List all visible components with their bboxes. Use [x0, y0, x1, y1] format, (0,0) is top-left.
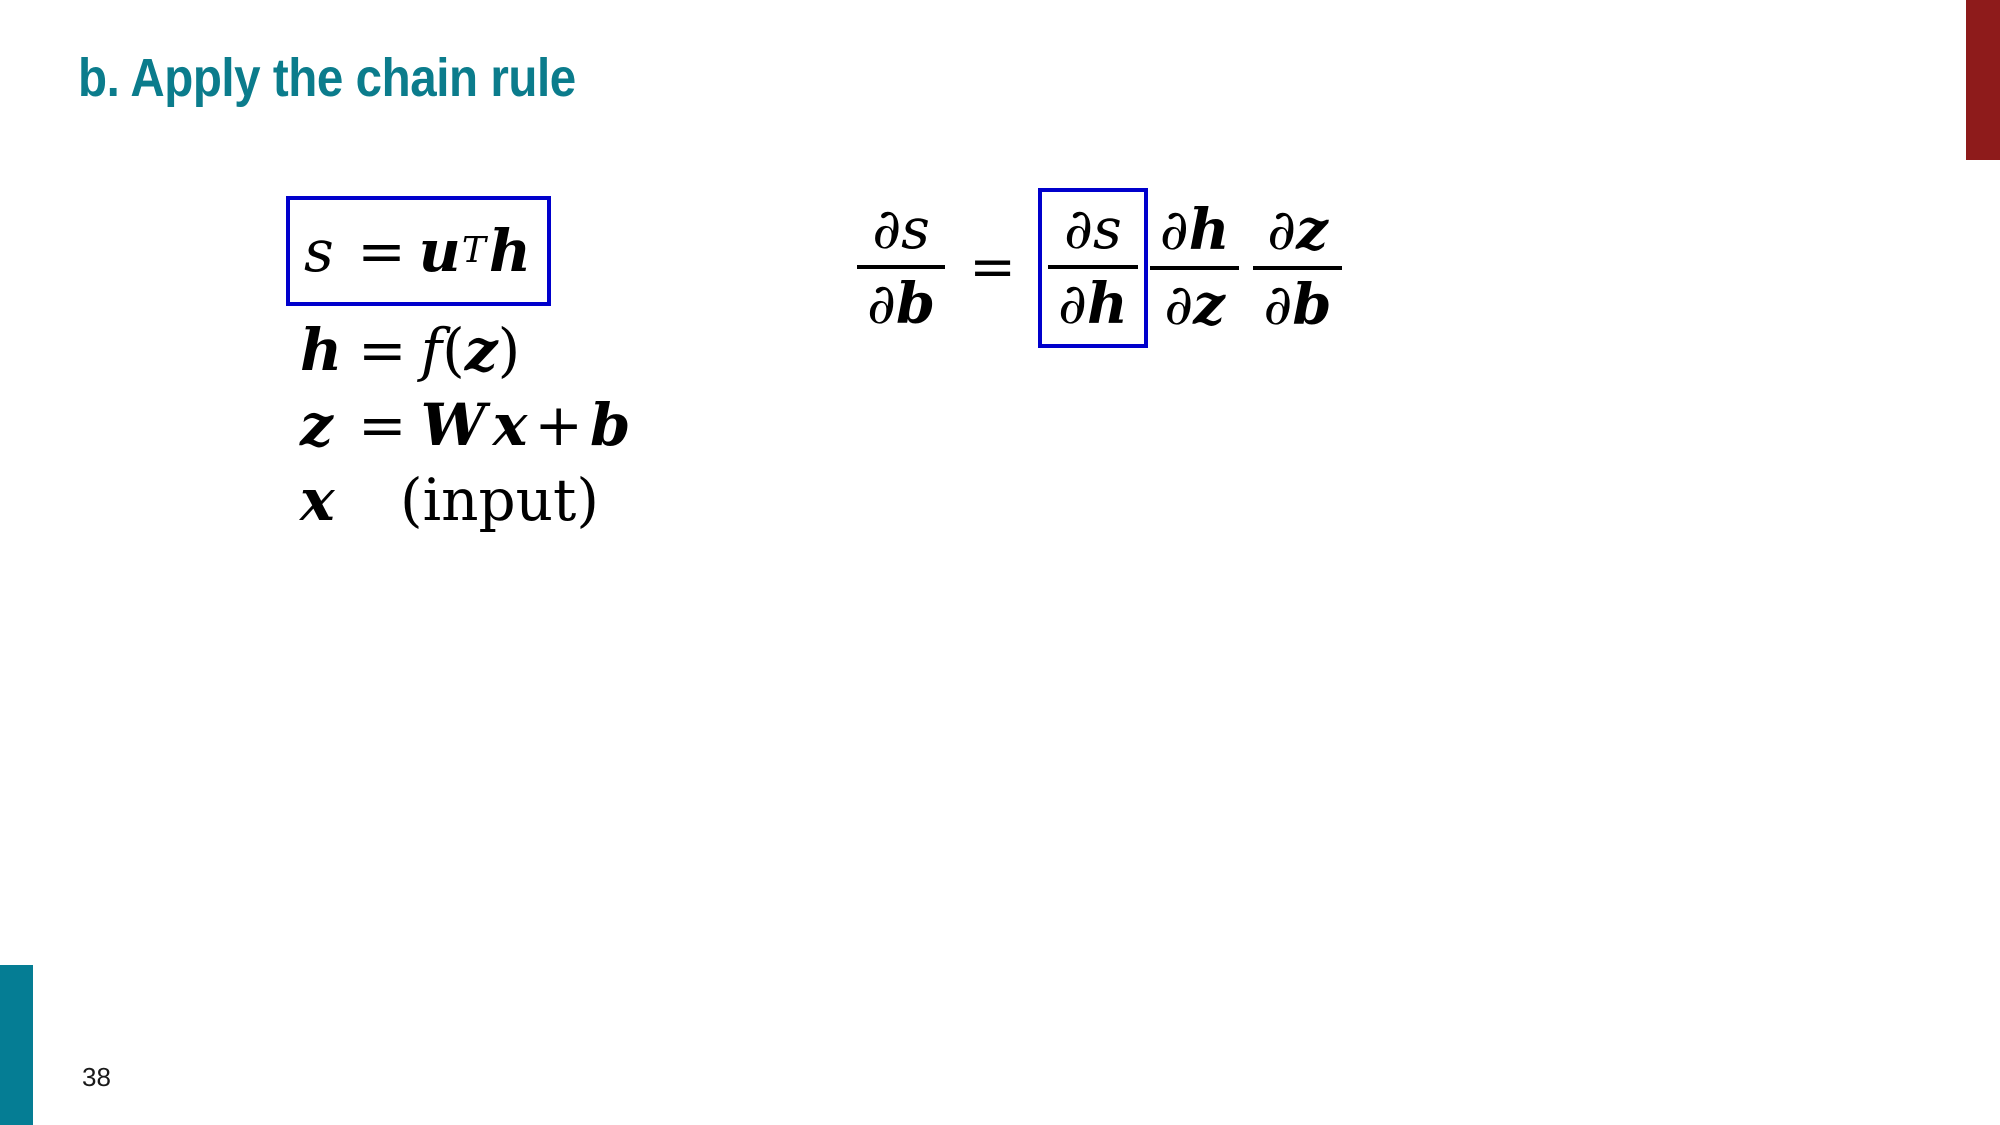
equation-line-z: z = W x + b [300, 387, 860, 462]
vector-h: h [488, 217, 531, 285]
variable-b: b [895, 271, 936, 338]
input-annotation: (input) [400, 465, 599, 534]
equals-sign: = [969, 234, 1017, 300]
paren-close: ) [497, 315, 521, 384]
vector-z: z [464, 315, 498, 384]
fraction-bar [1253, 265, 1342, 270]
partial-icon: ∂ [1058, 272, 1088, 338]
partial-icon: ∂ [1263, 272, 1293, 338]
variable-b: b [1292, 271, 1332, 338]
fraction-numerator: ∂s [1054, 197, 1132, 262]
fraction-ds-dh-highlighted: ∂s ∂h [1038, 188, 1148, 348]
fraction-numerator: ∂h [1150, 196, 1240, 263]
variable-s: s [901, 197, 930, 262]
partial-icon: ∂ [1267, 197, 1297, 263]
fraction-numerator: ∂z [1257, 196, 1338, 263]
paren-open: ( [442, 315, 465, 384]
vector-b: b [589, 390, 631, 459]
variable-h: h [1087, 271, 1128, 338]
fraction-numerator: ∂s [862, 197, 940, 262]
fraction-ds-db: ∂s ∂b [857, 197, 946, 336]
transpose-superscript: T [461, 230, 486, 272]
function-f: f [420, 315, 443, 384]
partial-icon: ∂ [1159, 197, 1189, 263]
variable-s: s [1093, 197, 1122, 262]
fraction-dh-dz: ∂h ∂z [1149, 196, 1240, 337]
partial-icon: ∂ [872, 197, 902, 262]
partial-icon: ∂ [867, 272, 896, 338]
matrix-W: W [420, 390, 486, 459]
vector-u: u [418, 217, 461, 285]
chain-rule-equation: ∂s ∂b = ∂s ∂h ∂h ∂z ∂z ∂b [855, 188, 1344, 348]
accent-bar-bottom-left [0, 965, 33, 1125]
fraction-dz-db: ∂z ∂b [1253, 196, 1342, 337]
page-number: 38 [82, 1062, 111, 1092]
equals-sign: = [358, 390, 407, 459]
fraction-bar [857, 265, 946, 270]
variable-z: z [1296, 196, 1328, 263]
equation-lhs-x: x [300, 465, 335, 534]
page-title: b. Apply the chain rule [78, 48, 576, 108]
fraction-denominator: ∂h [1048, 274, 1138, 335]
vector-x: x [492, 390, 528, 459]
fraction-bar [1149, 265, 1240, 270]
partial-icon: ∂ [1064, 197, 1093, 262]
equation-lhs-s: s [304, 217, 334, 285]
plus-sign: + [534, 390, 583, 459]
equals-sign: = [357, 217, 406, 285]
partial-icon: ∂ [1164, 272, 1194, 338]
accent-bar-top-right [1966, 0, 2000, 160]
variable-z: z [1193, 271, 1225, 338]
fraction-denominator: ∂b [857, 274, 945, 335]
equation-lhs-h: h [300, 315, 343, 384]
equals-sign: = [358, 315, 407, 384]
variable-h: h [1188, 196, 1230, 263]
fraction-denominator: ∂z [1154, 275, 1235, 336]
fraction-bar [1048, 265, 1138, 270]
equation-lhs-z: z [300, 390, 333, 459]
fraction-denominator: ∂b [1253, 275, 1341, 336]
equation-line-h: h = f(z) [300, 312, 860, 387]
equation-line-x-input: x (input) [300, 462, 860, 537]
